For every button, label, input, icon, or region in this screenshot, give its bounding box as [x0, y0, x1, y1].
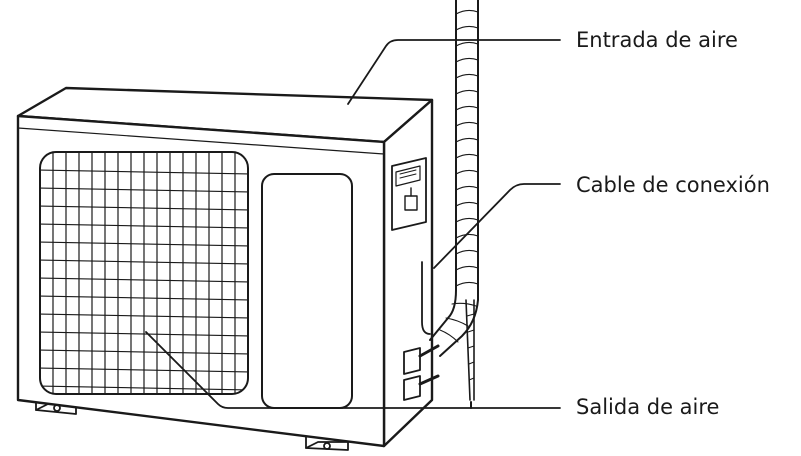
leader-line-air-inlet: [347, 39, 561, 105]
side-cable-channel: [421, 261, 431, 335]
service-valves: [403, 344, 440, 401]
label-air-inlet: Entrada de aire: [576, 28, 738, 52]
terminal-cover: [391, 157, 427, 231]
label-air-outlet: Salida de aire: [576, 395, 720, 419]
leader-line-connection-cable: [433, 183, 561, 269]
label-connection-cable: Cable de conexión: [576, 173, 770, 197]
leader-line-air-outlet: [145, 331, 561, 409]
leader-lines: [145, 39, 561, 409]
outdoor-unit: [16, 86, 440, 451]
pipe-bundle: [429, 0, 479, 409]
